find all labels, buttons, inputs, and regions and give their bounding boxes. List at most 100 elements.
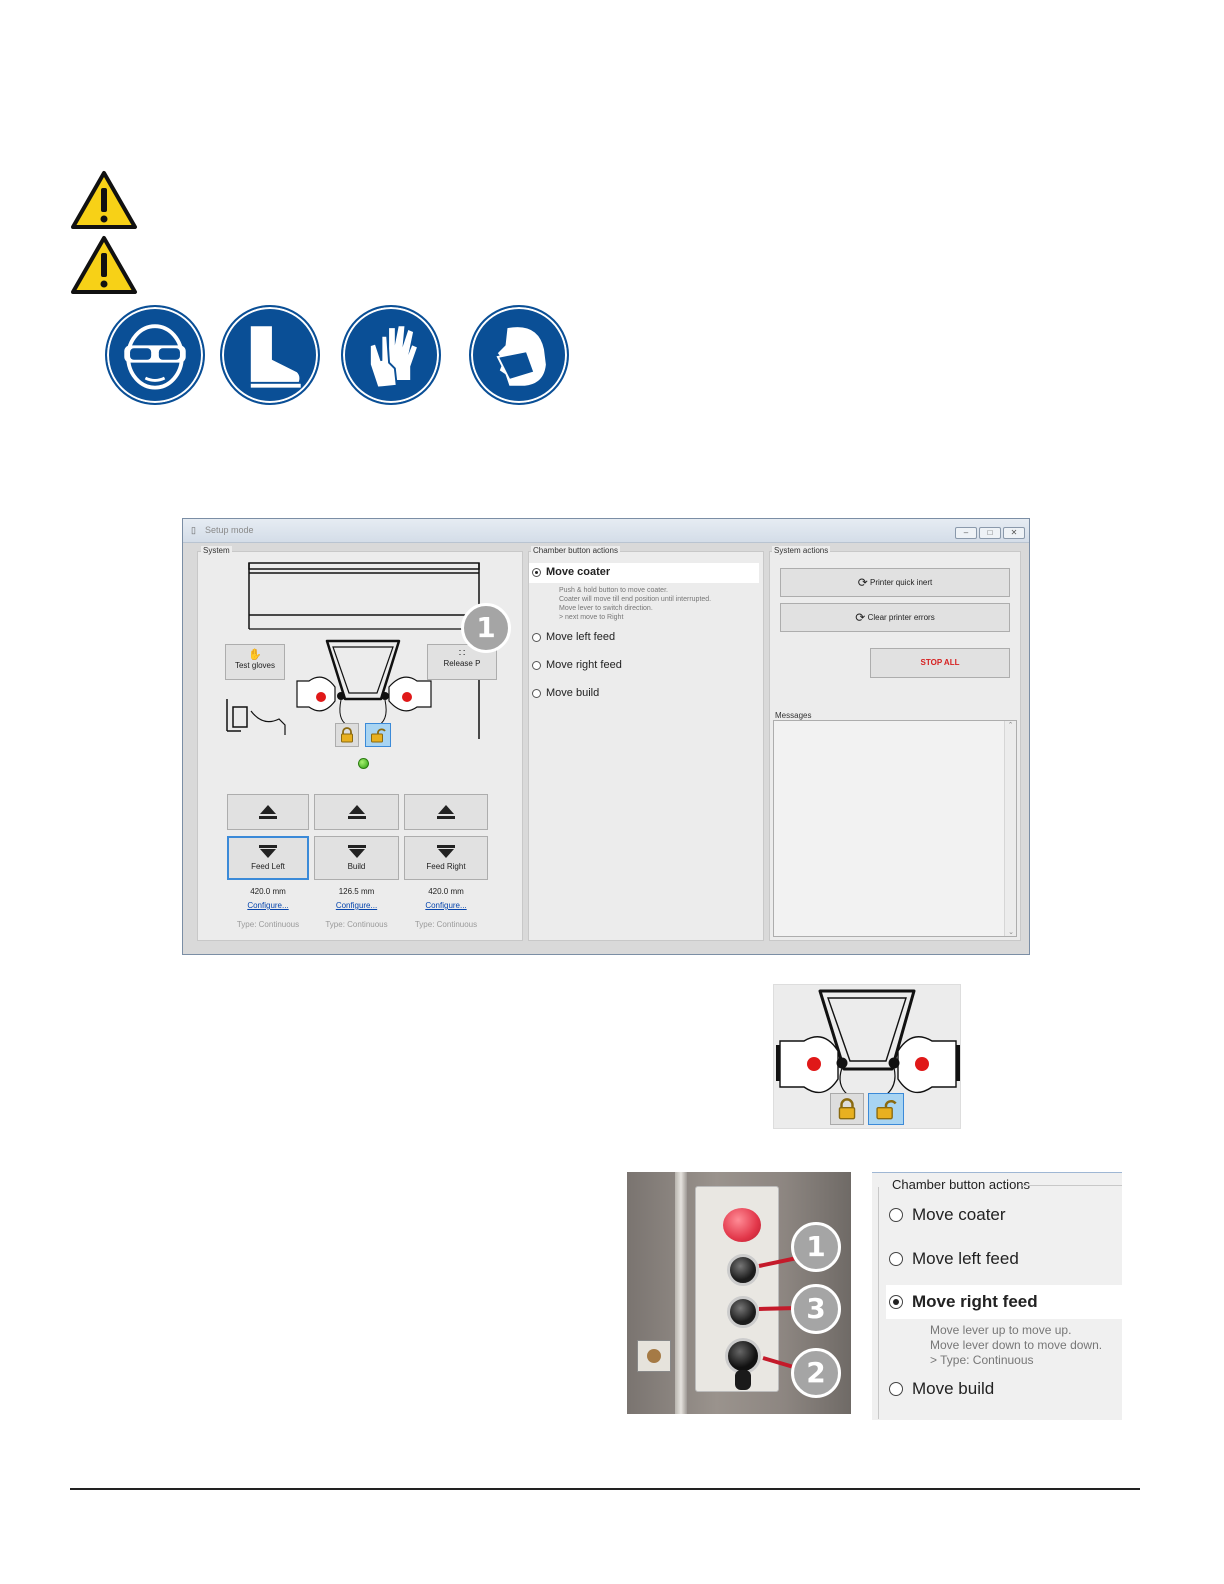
- hopper-diagram-detail: [776, 989, 960, 1096]
- feed-left-configure-link[interactable]: Configure...: [247, 901, 289, 910]
- callout-button-3: 3: [791, 1284, 841, 1334]
- hopper-detail-crop: [773, 984, 961, 1129]
- move-coater-label: Move coater: [546, 566, 611, 578]
- move-build-radio[interactable]: [532, 689, 541, 698]
- button-box-photo: 1 3 2: [627, 1172, 851, 1414]
- warning-icon: [71, 236, 137, 294]
- wireless-icon: ∷: [458, 648, 466, 659]
- detail-header-line: [1022, 1185, 1122, 1186]
- detail-move-right-feed-label: Move right feed: [912, 1292, 1038, 1311]
- clear-errors-label: Clear printer errors: [867, 613, 935, 622]
- feed-right-down-button[interactable]: Feed Right: [404, 836, 488, 880]
- detail-border: [878, 1187, 879, 1419]
- emergency-stop-button[interactable]: [723, 1208, 761, 1242]
- move-right-feed-label: Move right feed: [546, 659, 622, 671]
- feed-right-up-button[interactable]: [404, 794, 488, 830]
- build-position: 126.5 mm: [338, 887, 375, 896]
- eject-icon: [260, 805, 276, 814]
- side-plate: [637, 1340, 671, 1372]
- move-coater-radio[interactable]: [532, 568, 541, 577]
- warning-icon: [71, 171, 137, 229]
- refresh-icon: ⟳: [855, 610, 866, 625]
- window-titlebar: ▯ Setup mode – □ ✕: [183, 519, 1029, 543]
- detail-selected-highlight: [886, 1285, 1122, 1319]
- stop-all-button[interactable]: STOP ALL: [870, 648, 1010, 678]
- safety-boots-icon: [220, 305, 320, 405]
- feed-right-type: Type: Continuous: [414, 920, 478, 929]
- detail-move-left-feed-radio[interactable]: [889, 1252, 903, 1266]
- detail-move-build-label: Move build: [912, 1379, 995, 1398]
- feed-left-down-button[interactable]: Feed Left: [227, 836, 309, 880]
- eject-down-icon: [438, 849, 454, 858]
- system-actions-label: System actions: [772, 546, 831, 555]
- test-gloves-button[interactable]: ✋ Test gloves: [225, 644, 285, 680]
- system-panel-label: System: [201, 546, 232, 555]
- feed-right-position: 420.0 mm: [428, 887, 464, 896]
- messages-label: Messages: [775, 711, 812, 720]
- lock-button-detail[interactable]: [830, 1093, 864, 1125]
- build-configure-link[interactable]: Configure...: [335, 901, 378, 910]
- chamber-button-3[interactable]: [727, 1296, 759, 1328]
- build-up-button[interactable]: [314, 794, 399, 830]
- detail-move-build-radio[interactable]: [889, 1382, 903, 1396]
- unlock-button-detail[interactable]: [868, 1093, 904, 1125]
- move-build-label: Move build: [546, 687, 600, 699]
- callout-button-1: 1: [791, 1222, 841, 1272]
- printer-quick-inert-button[interactable]: ⟳ Printer quick inert: [780, 568, 1010, 597]
- eject-down-icon: [348, 849, 365, 858]
- scroll-up-icon: ⌃: [1007, 722, 1014, 729]
- clear-printer-errors-button[interactable]: ⟳ Clear printer errors: [780, 603, 1010, 632]
- detail-move-coater-radio[interactable]: [889, 1208, 903, 1222]
- build-label: Build: [347, 862, 366, 871]
- feed-left-up-button[interactable]: [227, 794, 309, 830]
- chamber-button-1[interactable]: [727, 1254, 759, 1286]
- detail-move-right-feed-radio[interactable]: [889, 1295, 903, 1309]
- detail-move-left-feed-label: Move left feed: [912, 1249, 1019, 1268]
- detail-right-feed-description: Move lever up to move up. Move lever dow…: [930, 1323, 1103, 1367]
- gloves-icon: [341, 305, 441, 405]
- chamber-actions-detail: Chamber button actions Move coater Move …: [872, 1172, 1122, 1420]
- chamber-lever-2[interactable]: [725, 1338, 761, 1374]
- chamber-actions-panel: [528, 551, 764, 941]
- selected-option-highlight: [529, 563, 759, 583]
- unlock-icon: [371, 728, 386, 743]
- release-label: Release P: [443, 659, 481, 668]
- feed-right-label: Feed Right: [426, 862, 466, 871]
- detail-move-coater-label: Move coater: [912, 1205, 1006, 1224]
- scroll-down-icon: ⌄: [1008, 929, 1014, 936]
- pipe: [675, 1172, 687, 1414]
- move-right-feed-radio[interactable]: [532, 661, 541, 670]
- close-button[interactable]: ✕: [1003, 527, 1025, 539]
- eject-icon: [438, 805, 454, 814]
- test-gloves-label: Test gloves: [234, 661, 276, 670]
- build-down-button[interactable]: Build: [314, 836, 399, 880]
- lock-icon: [341, 727, 353, 743]
- callout-lever-2: 2: [791, 1348, 841, 1398]
- feed-right-configure-link[interactable]: Configure...: [425, 901, 467, 910]
- callout-1: 1: [461, 603, 511, 653]
- plate-screw: [647, 1349, 661, 1363]
- quick-inert-label: Printer quick inert: [870, 578, 933, 587]
- move-left-feed-radio[interactable]: [532, 633, 541, 642]
- setup-mode-window: ▯ Setup mode – □ ✕ System ✋ Test gloves: [182, 518, 1030, 955]
- eye-protection-icon: [105, 305, 205, 405]
- lock-icon: [838, 1098, 856, 1120]
- feed-left-label: Feed Left: [251, 862, 285, 871]
- footer-rule: [70, 1488, 1140, 1490]
- unlock-icon: [876, 1100, 897, 1120]
- build-type: Type: Continuous: [325, 920, 388, 929]
- eject-down-icon: [260, 849, 276, 858]
- move-left-feed-label: Move left feed: [546, 631, 616, 643]
- window-title: Setup mode: [205, 525, 254, 535]
- lever-knob: [735, 1370, 751, 1390]
- eject-icon: [348, 805, 365, 814]
- maximize-button[interactable]: □: [979, 527, 1001, 539]
- window-app-icon: ▯: [191, 525, 196, 535]
- printer-diagram: [226, 562, 480, 739]
- minimize-button[interactable]: –: [955, 527, 977, 539]
- messages-scrollbar[interactable]: ⌃ ⌄: [1004, 721, 1016, 936]
- unlock-button[interactable]: [365, 723, 391, 747]
- lock-button[interactable]: [335, 723, 359, 747]
- mask-icon: [469, 305, 569, 405]
- messages-box[interactable]: ⌃ ⌄: [773, 720, 1017, 937]
